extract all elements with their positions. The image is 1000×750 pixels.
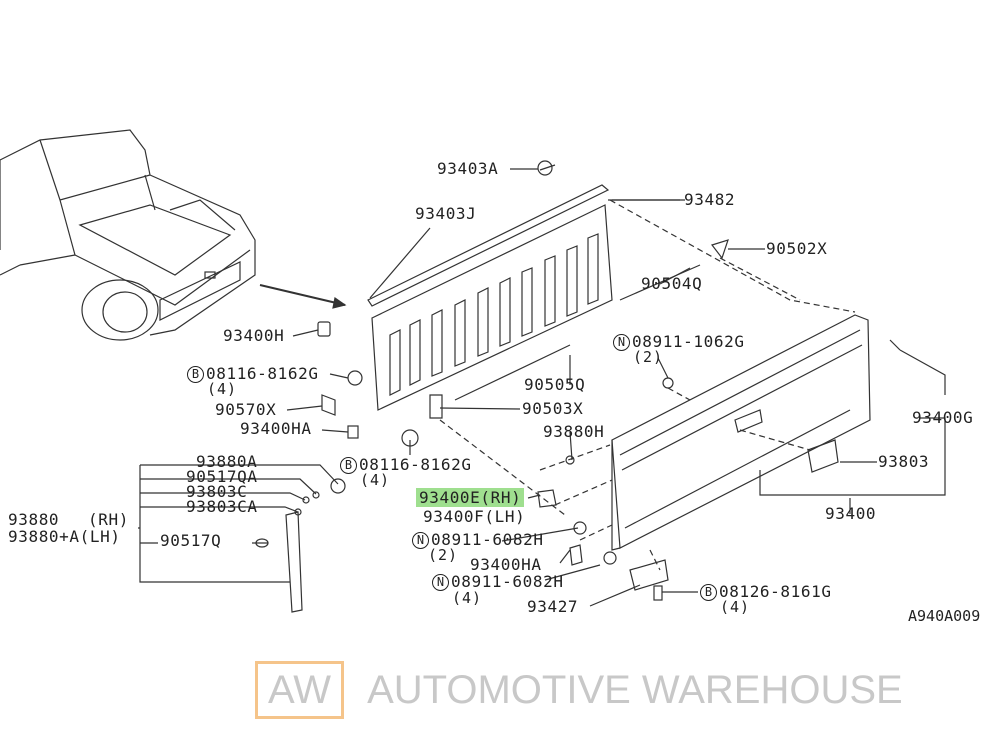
label-93482[interactable]: 93482: [684, 190, 736, 209]
bolt-symbol-icon: B: [187, 366, 204, 383]
label-90503X[interactable]: 90503X: [522, 399, 584, 418]
watermark-logo-box: AW: [255, 661, 344, 719]
assembly-dashes: [439, 199, 856, 571]
label-90502X[interactable]: 90502X: [766, 239, 828, 258]
nut-symbol-icon: N: [613, 334, 630, 351]
label-93403J[interactable]: 93403J: [415, 204, 477, 223]
label-93803C[interactable]: 93803C: [186, 482, 248, 501]
label-93400H[interactable]: 93400H: [223, 326, 285, 345]
qty-08116-8162G-lower: (4): [360, 471, 391, 489]
bolt-symbol-icon: B: [700, 584, 717, 601]
label-90517QA[interactable]: 90517QA: [186, 467, 258, 486]
nut-symbol-icon: N: [432, 574, 449, 591]
label-90570X[interactable]: 90570X: [215, 400, 277, 419]
qty-08911-6082H-upper: (2): [428, 546, 459, 564]
label-rh: (RH): [88, 510, 129, 529]
label-93400E-RH[interactable]: 93400E(RH): [416, 488, 525, 507]
label-93400HA-lower[interactable]: 93400HA: [470, 555, 542, 574]
label-90504Q[interactable]: 90504Q: [641, 274, 703, 293]
watermark-logo: AW: [268, 668, 331, 712]
part-number: 08911-6082H: [451, 572, 564, 591]
qty-08911-6082H-lower: (4): [452, 589, 483, 607]
label-90505Q[interactable]: 90505Q: [524, 375, 586, 394]
qty-08126-8161G: (4): [720, 598, 751, 616]
part-number: 08116-8162G: [206, 364, 319, 383]
tailgate-inner-panel: [367, 164, 680, 411]
bolt-symbol-icon: B: [340, 457, 357, 474]
leader-lines: [138, 168, 946, 607]
label-93803[interactable]: 93803: [878, 452, 930, 471]
label-90517Q[interactable]: 90517Q: [160, 531, 222, 550]
label-93880H[interactable]: 93880H: [543, 422, 605, 441]
label-93803CA[interactable]: 93803CA: [186, 497, 258, 516]
qty-08911-1062G: (2): [633, 348, 664, 366]
diagram-code: A940A009: [908, 607, 981, 625]
nut-symbol-icon: N: [412, 532, 429, 549]
label-93880A[interactable]: 93880A: [196, 452, 258, 471]
part-number: 08911-6082H: [431, 530, 544, 549]
label-93403A[interactable]: 93403A: [437, 159, 499, 178]
label-93427[interactable]: 93427: [527, 597, 579, 616]
highlighted-part-number: 93400E(RH): [416, 488, 525, 507]
watermark: AW AUTOMOTIVE WAREHOUSE: [255, 661, 903, 719]
label-93400G[interactable]: 93400G: [912, 408, 974, 427]
part-number: 08116-8162G: [359, 455, 472, 474]
qty-08116-8162G-upper: (4): [207, 380, 238, 398]
label-93400HA-upper[interactable]: 93400HA: [240, 419, 312, 438]
label-93400[interactable]: 93400: [825, 504, 877, 523]
label-93880A-LH[interactable]: 93880+A(LH): [8, 527, 121, 546]
part-number: 08911-1062G: [632, 332, 745, 351]
watermark-text: AUTOMOTIVE WAREHOUSE: [367, 668, 903, 712]
truck-illustration: [0, 129, 347, 341]
tailgate-outer-shell: [611, 314, 871, 551]
small-parts: [255, 160, 901, 613]
label-93400F-LH[interactable]: 93400F(LH): [423, 507, 526, 526]
label-93880[interactable]: 93880: [8, 510, 60, 529]
part-number: 08126-8161G: [719, 582, 832, 601]
